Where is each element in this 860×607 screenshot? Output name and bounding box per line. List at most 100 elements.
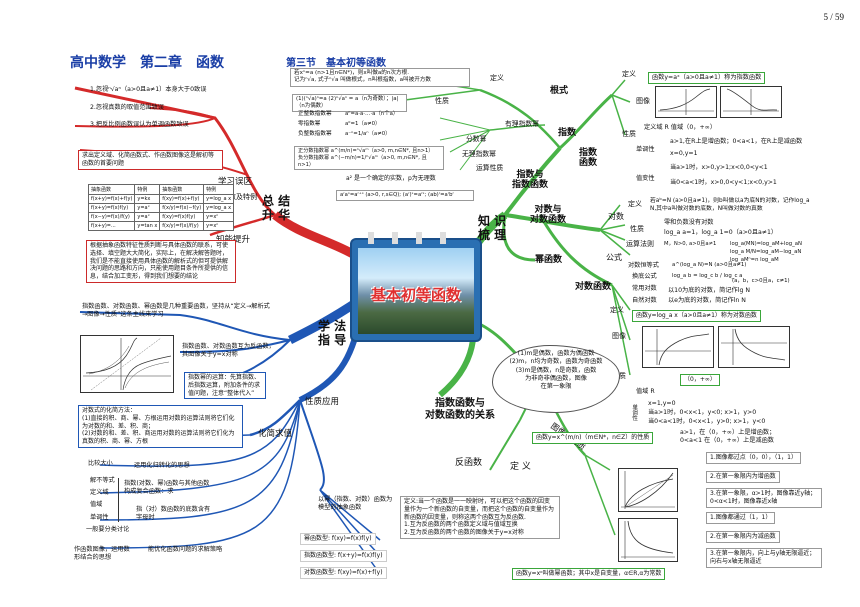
table-header-row: 抽象函数 特例 抽象函数 特例 [87, 184, 235, 195]
log-base-change: log_a b = log_c b / log_c a [672, 273, 743, 279]
strategy-desc: 能优化函数问题的求解策略 [148, 546, 223, 553]
table-header: 抽象函数 [159, 184, 205, 195]
range-label: 值域 [90, 501, 103, 508]
table-cell: f(x+y)=f(x)f(y) [87, 203, 136, 213]
natural-log: 以e为底的对数，简记作ln N [668, 297, 746, 304]
pos-frac-formula: a^(m/n)=ⁿ√aᵐ（a>0, m,n∈N*, 且n>1） [330, 148, 434, 154]
calendar-rings-icon [368, 232, 464, 244]
exp-value-0: 当a>1时，x>0,y>1;x<0,0<y<1 [670, 164, 768, 171]
rational-power-label: 有理指数幂 [505, 120, 539, 128]
exp-graph-2 [720, 86, 782, 118]
table-cell: y=aˣ [134, 212, 161, 222]
log-base-change-label: 换底公式 [632, 273, 657, 280]
inverse-def-text: 定义:当一个函数是一一映射时，可以把这个函数的因变量作为一个新函数的自变量，而把… [404, 498, 555, 521]
logfunc-graph-1 [642, 326, 714, 368]
zero-formula: a⁰=1（a≠0） [345, 121, 381, 127]
radical-def-box: 若xⁿ=a (n>1且n∈N*)，则x叫做a的n次方根. 记为ⁿ√a, 式子ⁿ√… [290, 68, 470, 87]
log-rule-1: M，N>0, a>0且a≠1 [664, 241, 717, 247]
log-prop-1: 零和负数没有对数 [664, 219, 714, 226]
label-inverse-func: 反函数 [455, 458, 483, 468]
exp-log-symmetry-graph [80, 335, 174, 393]
exp-mono-1: a>1,在R上是增函数；0<a<1，在R上是减函数 [670, 138, 803, 145]
logfunc-domain-box: （0，+∞） [680, 374, 720, 386]
table-cell: f(xy)=f(x)+f(y) [159, 194, 205, 204]
mistake-2: 2.忽视真数的取值范围致误 [90, 104, 164, 111]
exp-value-label: 值变性 [636, 175, 655, 182]
abstract-function-table: 抽象函数 特例 抽象函数 特例 f(x+y)=f(x)+f(y) y=kx f(… [87, 184, 235, 231]
radical-props-label: 性质 [435, 97, 449, 105]
log-rule-2: log_a(MN)=log_aM+log_aN [730, 241, 802, 247]
exp-mono-2: x=0,y=1 [670, 150, 698, 157]
exponent-calc-box: 指数幂的运算：先算指数、后指数运算，附加条件的求值问题，注意“整体代入” [184, 372, 266, 400]
power-graph-note-3: 3.在第一象限，α>1时，图像靠近y轴；0<α<1时，图像靠近x轴 [706, 488, 822, 508]
table-cell: y=log_a x [203, 194, 235, 204]
section-title: 第三节 基本初等函数 [286, 58, 386, 69]
label-simplify: 化简求值 [258, 429, 293, 439]
table-cell: y=tan x [134, 221, 161, 231]
table-header: 抽象函数 [87, 184, 136, 195]
power-graph-note-5: 2.在第一象限内为减函数 [706, 531, 780, 543]
irrational-power-label: 无理指数幂 [462, 150, 496, 158]
label-definition: 定 义 [510, 462, 531, 472]
label-properties-app: 性质应用 [305, 397, 340, 407]
table-cell: y=kx [134, 194, 161, 204]
irrational-note: a² 是一个确定的实数，p为无理数 [346, 175, 436, 182]
log-prop-2: log_a a=1，log_a 1=0（a>0且a≠1） [664, 229, 778, 236]
table-cell: y=aˣ [134, 203, 161, 213]
inverse-prop-1: 1.互为反函数的两个函数定义域与值域互换 [404, 521, 518, 529]
improve-explanation-box: 根据抽象函数特征性质判断与具体函数的联系，可使选择、填空题大大简化，实际上，在解… [86, 240, 236, 283]
exp-graph-1 [655, 86, 717, 118]
compare-size: 比较大小 [88, 460, 113, 467]
radical-def-line2: 记为ⁿ√a, 式子ⁿ√a 叫做根式，n叫根指数，a叫被开方数 [294, 77, 432, 84]
table-cell: f(x+y)=... [87, 221, 136, 231]
solve-inequality: 解不等式 [90, 477, 115, 484]
logfunc-mono-label: 单调性 [631, 404, 638, 421]
logfunc-graph-2 [718, 326, 790, 368]
graph-method: 作函数图像，运用数形结合的思想 [74, 546, 130, 562]
log-base-change-cond: (a，b，c>0且a，c≠1) [732, 278, 790, 284]
logfunc-mono: a>1，在（0，+∞）上是增函数； 0<a<1 在（0，+∞）上是减函数 [680, 429, 776, 445]
exp-props-label: 性质 [622, 130, 636, 138]
power-graph-note-1: 1.图像都过点（0，0），（1，1） [706, 452, 801, 464]
neg-frac-formula: a^(−m/n)=1/ⁿ√aᵐ（a>0, m,n∈N*, 且n>1） [298, 154, 427, 168]
page-number: 5 / 59 [823, 12, 844, 22]
composite-desc: 指数(对数、幂)函数与其他函数构成复合函数：求 [124, 480, 210, 496]
logfunc-range-R: 值域 R [636, 388, 655, 395]
fraction-power-box: 正分数指数幂 a^(m/n)=ⁿ√aᵐ（a>0, m,n∈N*, 且n>1） 负… [294, 146, 444, 171]
op-props-label: 运算性质 [476, 164, 504, 172]
mistake-3: 3.把反比例函数误认为单调函数致误 [90, 121, 189, 128]
table-cell: f(x−y)=f(x)/f(y) [87, 212, 136, 222]
exp-def-box: 函数y=aˣ（a>0且a≠1）称为指数函数 [648, 72, 766, 85]
simplify-methods-box: 对数式的化简方法： (1)直接的积、商、幂、方根运用对数的运算法则将它们化为对数… [78, 405, 243, 448]
radical-def-line1: 若xⁿ=a (n>1且n∈N*)，则x叫做a的n次方根. [294, 70, 409, 76]
power-graph-positive [618, 468, 678, 512]
branch-methods: 学 法 指 导 [318, 319, 347, 347]
logfunc-prop-2: 当a>1时，0<x<1，y<0; x>1，y>0 [648, 409, 757, 416]
log-model: 对数函数型: f(xy)=f(x)+f(y) [300, 567, 387, 579]
model-note: 以幂（指数、对数）函数为模型的抽象函数 [318, 496, 393, 512]
log-def-label: 定义 [628, 200, 642, 208]
table-cell: y=xⁿ [203, 212, 235, 222]
power-graph-note-4: 1.图像都通过（1，1） [706, 512, 776, 524]
branch-summary: 总 结 升 华 [262, 194, 291, 222]
pos-int-formula: aⁿ=a·a·…·a（n个a） [345, 111, 399, 117]
power-graph-negative [618, 518, 678, 562]
table-row: f(x−y)=f(x)/f(y) y=aˣ f(xy)=f(x)f(y) y=x… [87, 212, 235, 222]
center-title: 基本初等函数 [370, 286, 461, 304]
power-graph-note-2: 2.在第一象限内为增函数 [706, 471, 780, 483]
log-props-label: 性质 [630, 225, 644, 233]
radical-def-label: 定义 [490, 74, 504, 82]
log-identity-label: 对数恒等式 [628, 262, 659, 269]
zero-power: 零指数幂 [298, 121, 321, 127]
pos-frac-label: 正分数指数幂 a^(m/n)=ⁿ√aᵐ（a>0, m,n∈N*, 且n>1） [298, 148, 440, 155]
methods-main-note: 指数函数、对数函数、幂函数是几种重要函数，坚持从“定义→解析式→图像→性质”这条… [82, 303, 270, 319]
power-model: 幂函数型: f(xy)=f(x)f(y) [300, 533, 376, 545]
landscape-image [358, 248, 474, 334]
classify-label: 一般要分类讨论 [86, 526, 130, 533]
label-radicals: 根式 [550, 86, 569, 96]
classify-desc: 指（对）数函数的底数含有字母时 [136, 506, 211, 522]
exp-graph-label: 图像 [636, 97, 650, 105]
power-func-def-box: 函数y=xᵅ叫做幂函数；其中x是自变量，α∈R,α为常数 [512, 568, 666, 580]
logfunc-def-label: 定义 [610, 306, 624, 314]
neg-int-power: 负整数指数幂 [298, 131, 332, 137]
